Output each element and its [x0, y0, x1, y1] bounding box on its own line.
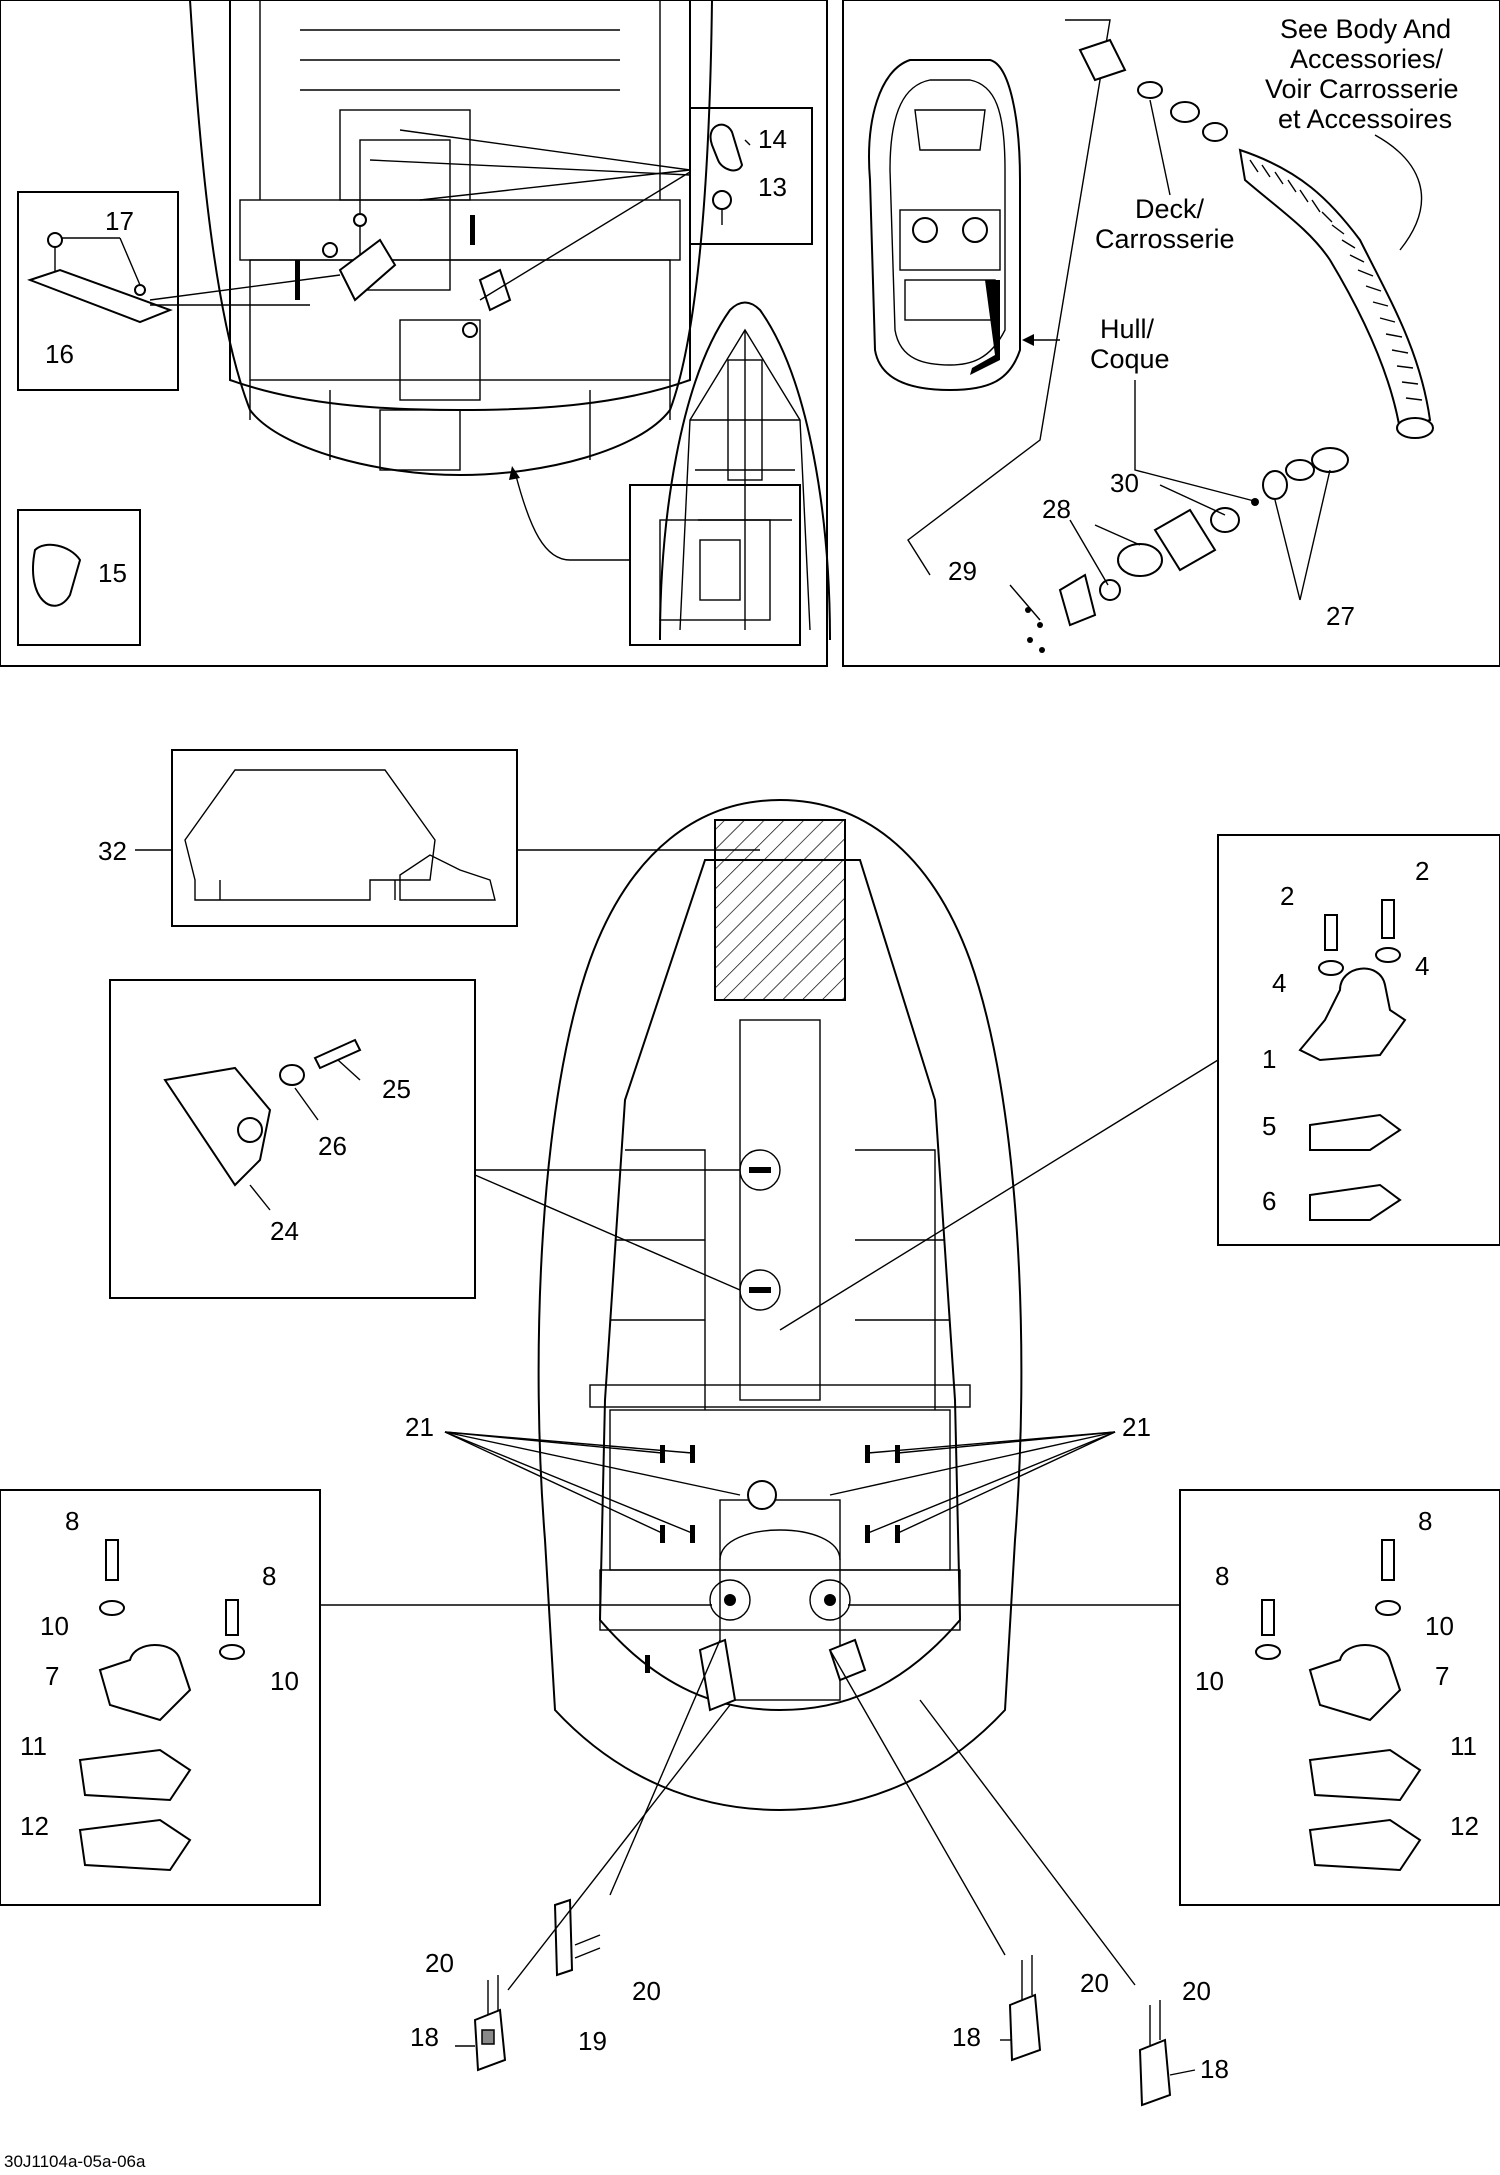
- callout-20-b: 20: [632, 1976, 661, 2006]
- callout-16: 16: [45, 339, 74, 369]
- callout-21-right: 21: [1122, 1412, 1151, 1442]
- callout-10-left-a: 10: [40, 1611, 69, 1641]
- part-14-clamp: [709, 123, 744, 172]
- inset-box-engine-mount-rear-right: 8 8 10 10 7 11 12: [848, 1489, 1500, 1906]
- callout-2-right: 2: [1415, 856, 1429, 886]
- part-26-washer: [279, 1064, 305, 1086]
- callout-10-right-a: 10: [1425, 1611, 1454, 1641]
- callout-18-a: 18: [410, 2022, 439, 2052]
- see-body-caption-line-1: See Body And: [1280, 14, 1451, 44]
- callout-30: 30: [1110, 468, 1139, 498]
- callout-12-left: 12: [20, 1811, 49, 1841]
- callout-21-leaders: 21 21: [405, 1412, 1151, 1534]
- deck-perspective: [868, 59, 1021, 392]
- top-left-panel: 17 16 14 13 15: [0, 0, 831, 667]
- inset-box-32: 32: [98, 749, 760, 927]
- inset-box-24-26: 25 26 24: [109, 979, 741, 1299]
- callout-8-right-a: 8: [1418, 1506, 1432, 1536]
- hose-assembly: [1025, 38, 1434, 653]
- inset-box-16-17: [17, 191, 179, 391]
- callout-4-left: 4: [1272, 968, 1286, 998]
- part-18-bracket-middle: [1008, 1993, 1042, 2062]
- part-1-mount: [1298, 967, 1407, 1062]
- inset-box-15: [17, 509, 141, 646]
- hull-rear-view: [189, 0, 713, 477]
- callout-14: 14: [758, 124, 787, 154]
- callout-11-left: 11: [20, 1731, 47, 1761]
- part-7-mount: [98, 1644, 192, 1722]
- callout-28: 28: [1042, 494, 1071, 524]
- callout-10-left-b: 10: [270, 1666, 299, 1696]
- callout-20-a: 20: [425, 1948, 454, 1978]
- callout-12-right: 12: [1450, 1811, 1479, 1841]
- part-18-bracket-right: [1138, 2038, 1172, 2107]
- callout-7-left: 7: [45, 1661, 59, 1691]
- callout-18-b: 18: [952, 2022, 981, 2052]
- main-hull: [537, 798, 1023, 1812]
- callout-15: 15: [98, 558, 127, 588]
- part-24-cover: [163, 1066, 272, 1187]
- top-right-frame: [842, 0, 1500, 667]
- hull-caption-line-2: Coque: [1090, 344, 1170, 374]
- part-12-shim: [78, 1818, 192, 1872]
- part-19-bracket: [553, 1898, 574, 1977]
- see-body-caption-line-2: Accessories/: [1290, 44, 1444, 74]
- callout-5: 5: [1262, 1111, 1276, 1141]
- callout-8-left-b: 8: [262, 1561, 276, 1591]
- part-11-shim-right: [1308, 1748, 1422, 1802]
- deck-caption-line-2: Carrosserie: [1095, 224, 1235, 254]
- callout-17: 17: [105, 206, 134, 236]
- callout-8-right-b: 8: [1215, 1561, 1229, 1591]
- callout-27: 27: [1326, 601, 1355, 631]
- callout-8-left-a: 8: [65, 1506, 79, 1536]
- callout-25: 25: [382, 1074, 411, 1104]
- inset-box-engine-mount-front: 2 2 4 4 1 5 6: [779, 834, 1500, 1331]
- callout-32: 32: [98, 836, 127, 866]
- hull-caption-line-1: Hull/: [1100, 314, 1155, 344]
- part-25-rivet: [313, 1038, 362, 1070]
- callout-10-right-b: 10: [1195, 1666, 1224, 1696]
- callout-29: 29: [948, 556, 977, 586]
- brackets-group: 20 20 20 20 18 19 18 18: [410, 1639, 1229, 2107]
- callout-19: 19: [578, 2026, 607, 2056]
- callout-20-d: 20: [1182, 1976, 1211, 2006]
- part-5-shim: [1309, 1113, 1402, 1151]
- inset-box-engine-mount-rear-left: 8 8 10 10 7 11 12: [0, 1489, 712, 1906]
- part-7-mount-right: [1308, 1644, 1402, 1722]
- figure-code: 30J1104a-05a-06a: [4, 2152, 146, 2171]
- callout-20-c: 20: [1080, 1968, 1109, 1998]
- part-11-shim: [78, 1748, 192, 1802]
- part-13-screw: [712, 190, 732, 210]
- callout-24: 24: [270, 1216, 299, 1246]
- deck-caption-line-1: Deck/: [1135, 194, 1205, 224]
- top-left-frame: [0, 0, 828, 667]
- callout-21-left: 21: [405, 1412, 434, 1442]
- callout-11-right: 11: [1450, 1731, 1477, 1761]
- callout-2-left: 2: [1280, 881, 1294, 911]
- inset-box-13-14: [689, 107, 813, 245]
- see-body-caption-line-4: et Accessoires: [1278, 104, 1452, 134]
- hull-overview-small: [629, 301, 831, 646]
- part-15-clamp: [32, 543, 82, 607]
- top-right-panel: See Body And Accessories/ Voir Carrosser…: [842, 0, 1500, 667]
- callout-7-right: 7: [1435, 1661, 1449, 1691]
- part-16-plate: [27, 268, 173, 324]
- part-6-shim: [1309, 1183, 1402, 1221]
- callout-4-right: 4: [1415, 951, 1429, 981]
- callout-13: 13: [758, 172, 787, 202]
- part-12-shim-right: [1308, 1818, 1422, 1872]
- callout-6: 6: [1262, 1186, 1276, 1216]
- see-body-caption-line-3: Voir Carrosserie: [1265, 74, 1459, 104]
- callout-1: 1: [1262, 1044, 1276, 1074]
- callout-26: 26: [318, 1131, 347, 1161]
- callout-18-c: 18: [1200, 2054, 1229, 2084]
